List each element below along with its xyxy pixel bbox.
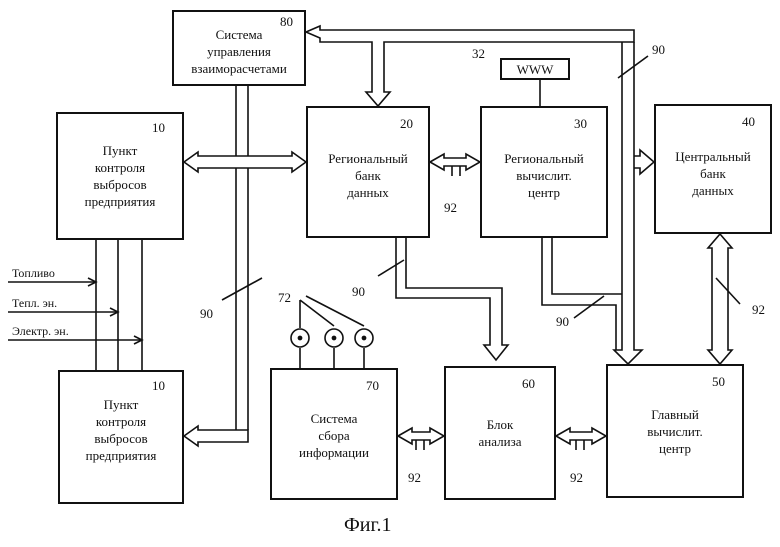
block-10a-label-4: предприятия	[84, 194, 156, 209]
block-10b-label-4: предприятия	[85, 448, 157, 463]
arrow-20-30	[428, 152, 482, 172]
block-10a-number: 10	[152, 120, 165, 135]
leader-90-top-right	[617, 55, 649, 79]
arrow-40-50	[706, 232, 734, 366]
ref-92-70-60: 92	[408, 470, 421, 485]
ref-90-top-right: 90	[652, 42, 665, 57]
arrow-60-50	[554, 426, 608, 446]
block-10b-number: 10	[152, 378, 165, 393]
block-40-label-3: данных	[692, 183, 734, 198]
block-50-number: 50	[712, 374, 725, 389]
block-32-number: 32	[472, 46, 485, 61]
leader-90-mid	[377, 259, 405, 277]
block-50-label-2: вычислит.	[647, 424, 703, 439]
block-10-emission-control-top: 10 Пункт контроля выбросов предприятия	[56, 112, 184, 240]
arrow-bus-10b	[182, 424, 249, 448]
block-70-label-3: информации	[299, 445, 369, 460]
block-80-settlement-system: 80 Система управления взаиморасчетами	[172, 10, 306, 86]
block-60-label-2: анализа	[478, 434, 522, 449]
ref-92-60-50: 92	[570, 470, 583, 485]
input-label-elec: Электр. эн.	[12, 324, 69, 338]
block-80-label-3: взаиморасчетами	[191, 61, 287, 76]
block-40-label-2: банк	[700, 166, 726, 181]
block-80-label-2: управления	[207, 44, 271, 59]
input-label-heat: Тепл. эн.	[12, 296, 58, 310]
block-32-label: WWW	[516, 62, 554, 77]
leader-90-left	[221, 277, 263, 301]
leader-90-bottom	[573, 295, 605, 319]
block-20-label-3: данных	[347, 185, 389, 200]
block-70-data-collection-system: 70 Система сбора информации	[270, 368, 398, 500]
arrow-10a-20	[182, 150, 308, 174]
block-30-number: 30	[574, 116, 587, 131]
block-20-label-2: банк	[355, 168, 381, 183]
block-30-label-3: центр	[527, 185, 561, 200]
block-30-label-1: Региональный	[504, 151, 584, 166]
block-40-label-1: Центральный	[675, 149, 751, 164]
block-60-number: 60	[522, 376, 535, 391]
block-40-central-data-bank: 40 Центральный банк данных	[654, 104, 772, 234]
block-40-number: 40	[742, 114, 755, 129]
bus-30-50	[541, 237, 622, 350]
bus-20-60	[395, 237, 510, 362]
block-70-label-1: Система	[310, 411, 358, 426]
sensor-3	[354, 328, 374, 348]
sensor-1	[290, 328, 310, 348]
ref-90-bottom: 90	[556, 314, 569, 329]
block-50-main-computing-center: 50 Главный вычислит. центр	[606, 364, 744, 498]
block-32-www: WWW	[500, 58, 570, 80]
block-20-label-1: Региональный	[328, 151, 408, 166]
block-60-label-1: Блок	[486, 417, 514, 432]
block-50-label-1: Главный	[651, 407, 699, 422]
figure-caption: Фиг.1	[344, 514, 392, 536]
ref-92-40-50: 92	[752, 302, 765, 317]
block-70-number: 70	[366, 378, 379, 393]
block-10a-label-3: выбросов	[93, 177, 147, 192]
sensor-leader-lines	[299, 295, 365, 328]
block-10-emission-control-bottom: 10 Пункт контроля выбросов предприятия	[58, 370, 184, 504]
block-80-label-1: Система	[215, 27, 263, 42]
block-10b-label-3: выбросов	[94, 431, 148, 446]
bus-90-right	[612, 42, 644, 366]
block-10b-label-2: контроля	[95, 414, 147, 429]
bus-80-vertical	[235, 85, 249, 430]
block-80-number: 80	[280, 14, 293, 29]
ref-90-left: 90	[200, 306, 213, 321]
input-lines	[95, 240, 143, 370]
bus-90-top	[303, 24, 635, 108]
ref-92-20-30: 92	[444, 200, 457, 215]
ref-90-mid: 90	[352, 284, 365, 299]
block-70-label-2: сбора	[318, 428, 350, 443]
arrow-70-60	[396, 426, 446, 446]
block-50-label-3: центр	[658, 441, 692, 456]
input-label-fuel: Топливо	[12, 266, 55, 280]
block-60-analysis-unit: 60 Блок анализа	[444, 366, 556, 500]
arrow-90-to-40	[634, 148, 656, 176]
sensor-2	[324, 328, 344, 348]
block-10a-label-2: контроля	[94, 160, 146, 175]
block-10a-label-1: Пункт	[102, 143, 138, 158]
block-30-label-2: вычислит.	[516, 168, 572, 183]
leader-92-right	[715, 277, 741, 305]
block-10b-label-1: Пункт	[103, 397, 139, 412]
ref-72-sensors: 72	[278, 290, 291, 305]
block-20-number: 20	[400, 116, 413, 131]
block-20-regional-data-bank: 20 Региональный банк данных	[306, 106, 430, 238]
block-30-regional-computing-center: 30 Региональный вычислит. центр	[480, 106, 608, 238]
